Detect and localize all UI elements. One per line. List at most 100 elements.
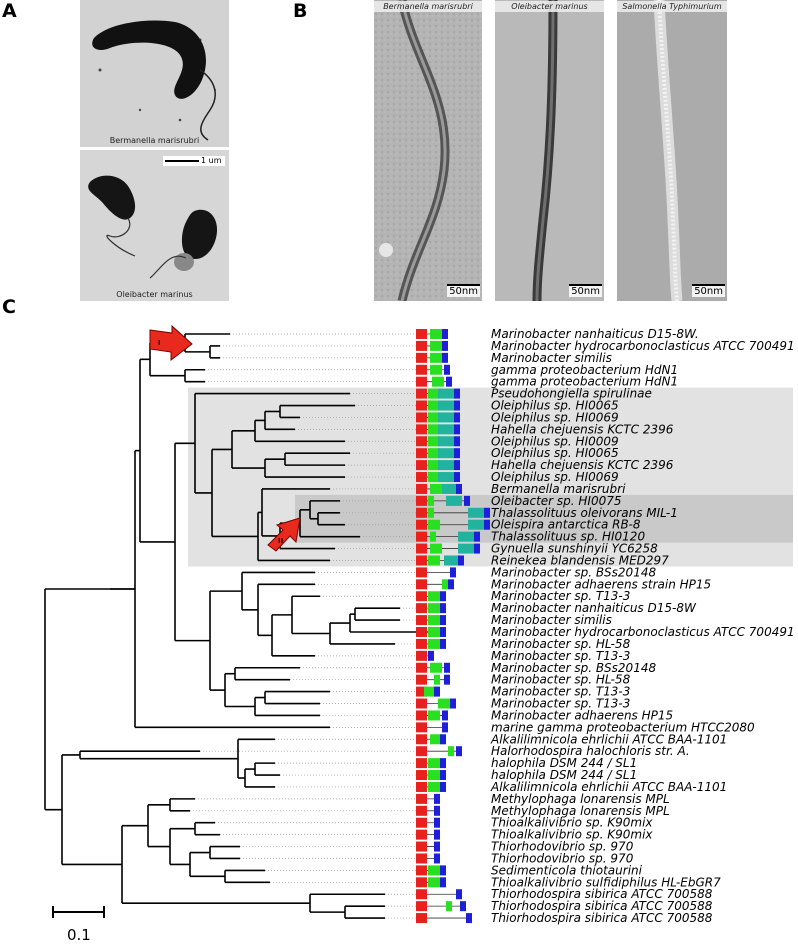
domain-c (434, 829, 440, 840)
domain-c (454, 412, 460, 423)
taxon-label: Marinobacter nanhaiticus D15-8W. (491, 327, 699, 341)
domain-d1 (428, 400, 440, 411)
domain-c (454, 400, 460, 411)
domain-d1 (428, 436, 440, 447)
domain-variable (438, 448, 454, 459)
node-arrows: III (149, 324, 301, 552)
domain-n (416, 340, 427, 351)
domain-d1 (428, 770, 440, 781)
domain-n (416, 901, 427, 912)
bacterium-image (80, 0, 229, 147)
domain-d1 (430, 483, 442, 494)
domain-variable (438, 436, 454, 447)
micrograph-caption-bottom: Oleibacter marinus (116, 290, 193, 299)
domain-n (416, 841, 427, 852)
domain-n (416, 400, 427, 411)
domain-n (416, 650, 427, 661)
taxon-label: Marinobacter sp. BSs20148 (491, 661, 656, 675)
micrograph-oleibacter: 1 um Oleibacter marinus (80, 150, 229, 301)
taxon-label: Thiorhodospira sibirica ATCC 700588 (491, 911, 713, 925)
taxon-label: marine gamma proteobacterium HTCC2080 (491, 720, 755, 734)
arrow-node-ii-label: II (278, 537, 283, 545)
arrow-node-i-label: I (158, 339, 161, 347)
domain-c (454, 424, 460, 435)
taxon-label: Marinobacter hydrocarbonoclasticus ATCC … (491, 625, 795, 639)
domain-d1 (432, 376, 444, 387)
domain-d1 (428, 424, 440, 435)
domain-c (444, 662, 450, 673)
tree-scale-label: 0.1 (67, 926, 91, 944)
domain-n (416, 853, 427, 864)
domain-variable (438, 412, 454, 423)
domain-d1 (428, 710, 440, 721)
domain-variable (444, 555, 460, 566)
tem-title-2: Oleibacter marinus (495, 1, 604, 12)
tree-branches (44, 333, 440, 919)
domain-c (428, 650, 434, 661)
domain-variable (438, 388, 454, 399)
domain-c (440, 734, 446, 745)
domain-d1 (428, 758, 440, 769)
domain-c (448, 579, 454, 590)
taxon-label: Marinobacter sp. T13-3 (491, 697, 630, 711)
arrow-node-ii (267, 517, 301, 552)
tem-scalebar-1: 50nm (447, 284, 480, 297)
taxon-label: Marinobacter sp. T13-3 (491, 589, 630, 603)
domain-c (450, 567, 456, 578)
domain-n (416, 329, 427, 339)
domain-n (416, 758, 427, 769)
domain-n (416, 638, 427, 649)
domain-n (416, 698, 427, 709)
domain-d1 (428, 388, 440, 399)
domain-n (416, 567, 427, 578)
domain-n (416, 531, 427, 542)
domain-d1 (448, 746, 454, 757)
domain-d1 (428, 615, 440, 626)
domain-n (416, 793, 427, 804)
tem-scalebar-3: 50nm (692, 284, 725, 297)
domain-c (450, 698, 456, 709)
domain-n (416, 376, 427, 387)
taxon-label: halophila DSM 244 / SL1 (491, 768, 637, 782)
domain-d1 (428, 448, 440, 459)
taxon-label: Thiorhodovibrio sp. 970 (491, 851, 634, 865)
taxon-label: Marinobacter hydrocarbonoclasticus ATCC … (491, 339, 795, 353)
taxon-label: Marinobacter sp. BSs20148 (491, 565, 656, 579)
domain-n (416, 555, 427, 566)
domain-d1 (430, 329, 442, 339)
domain-d1 (428, 472, 440, 483)
taxon-label: Marinobacter similis (491, 351, 612, 365)
domain-d1 (430, 662, 442, 673)
domain-c (440, 865, 446, 876)
flagellum-image-2 (495, 0, 604, 301)
taxon-label: Thiorhodospira sibirica ATCC 700588 (491, 899, 713, 913)
domain-variable (458, 543, 474, 554)
domain-n (416, 507, 427, 518)
domain-n (416, 734, 427, 745)
taxon-label: halophila DSM 244 / SL1 (491, 756, 637, 770)
taxon-label: Bermanella marisrubri (491, 482, 626, 496)
domain-d1 (434, 674, 440, 685)
domain-d1 (442, 579, 448, 590)
domain-c (454, 388, 460, 399)
domain-d1 (428, 507, 434, 518)
domain-variable (468, 507, 484, 518)
domain-c (446, 376, 452, 387)
domain-d1 (430, 364, 442, 375)
domain-n (416, 710, 427, 721)
domain-d1 (430, 340, 442, 351)
taxon-label: gamma proteobacterium HdN1 (491, 375, 678, 389)
domain-c (460, 901, 466, 912)
domain-variable (438, 400, 454, 411)
taxon-label: Thioalkalivibrio sp. K90mix (491, 828, 653, 842)
domain-n (416, 352, 427, 363)
domain-d1 (430, 734, 442, 745)
domain-d1 (438, 698, 450, 709)
taxon-label: Oleiphilus sp. HI0069 (491, 410, 619, 424)
taxon-label: Alkalilimnicola ehrlichii ATCC BAA-1101 (490, 780, 727, 794)
leader-lines (190, 333, 440, 919)
domain-d1 (428, 638, 440, 649)
micrograph-bermanella: Bermanella marisrubri (80, 0, 229, 147)
domain-c (434, 793, 440, 804)
domain-d1 (428, 460, 440, 471)
